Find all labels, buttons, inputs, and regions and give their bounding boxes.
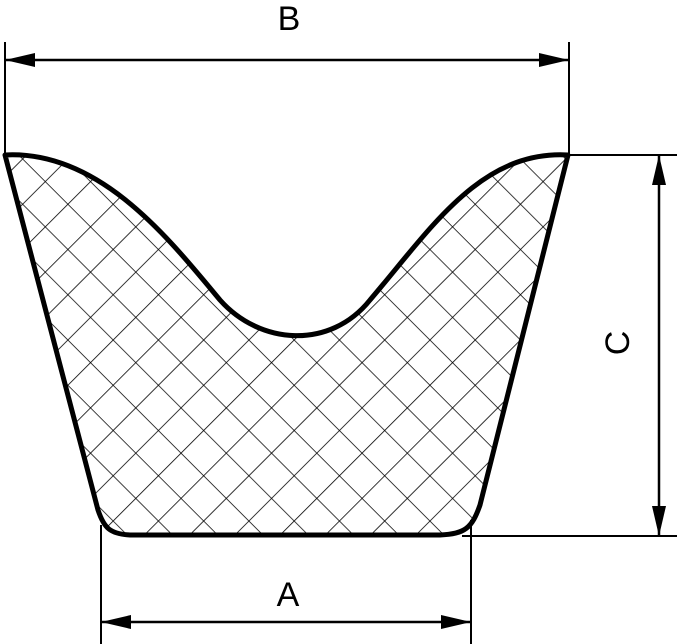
dimension-label-c: C — [599, 331, 637, 356]
dimension-label-a: A — [277, 576, 300, 614]
profile-cross-section — [2, 152, 571, 538]
dimension-label-b: B — [278, 0, 301, 38]
